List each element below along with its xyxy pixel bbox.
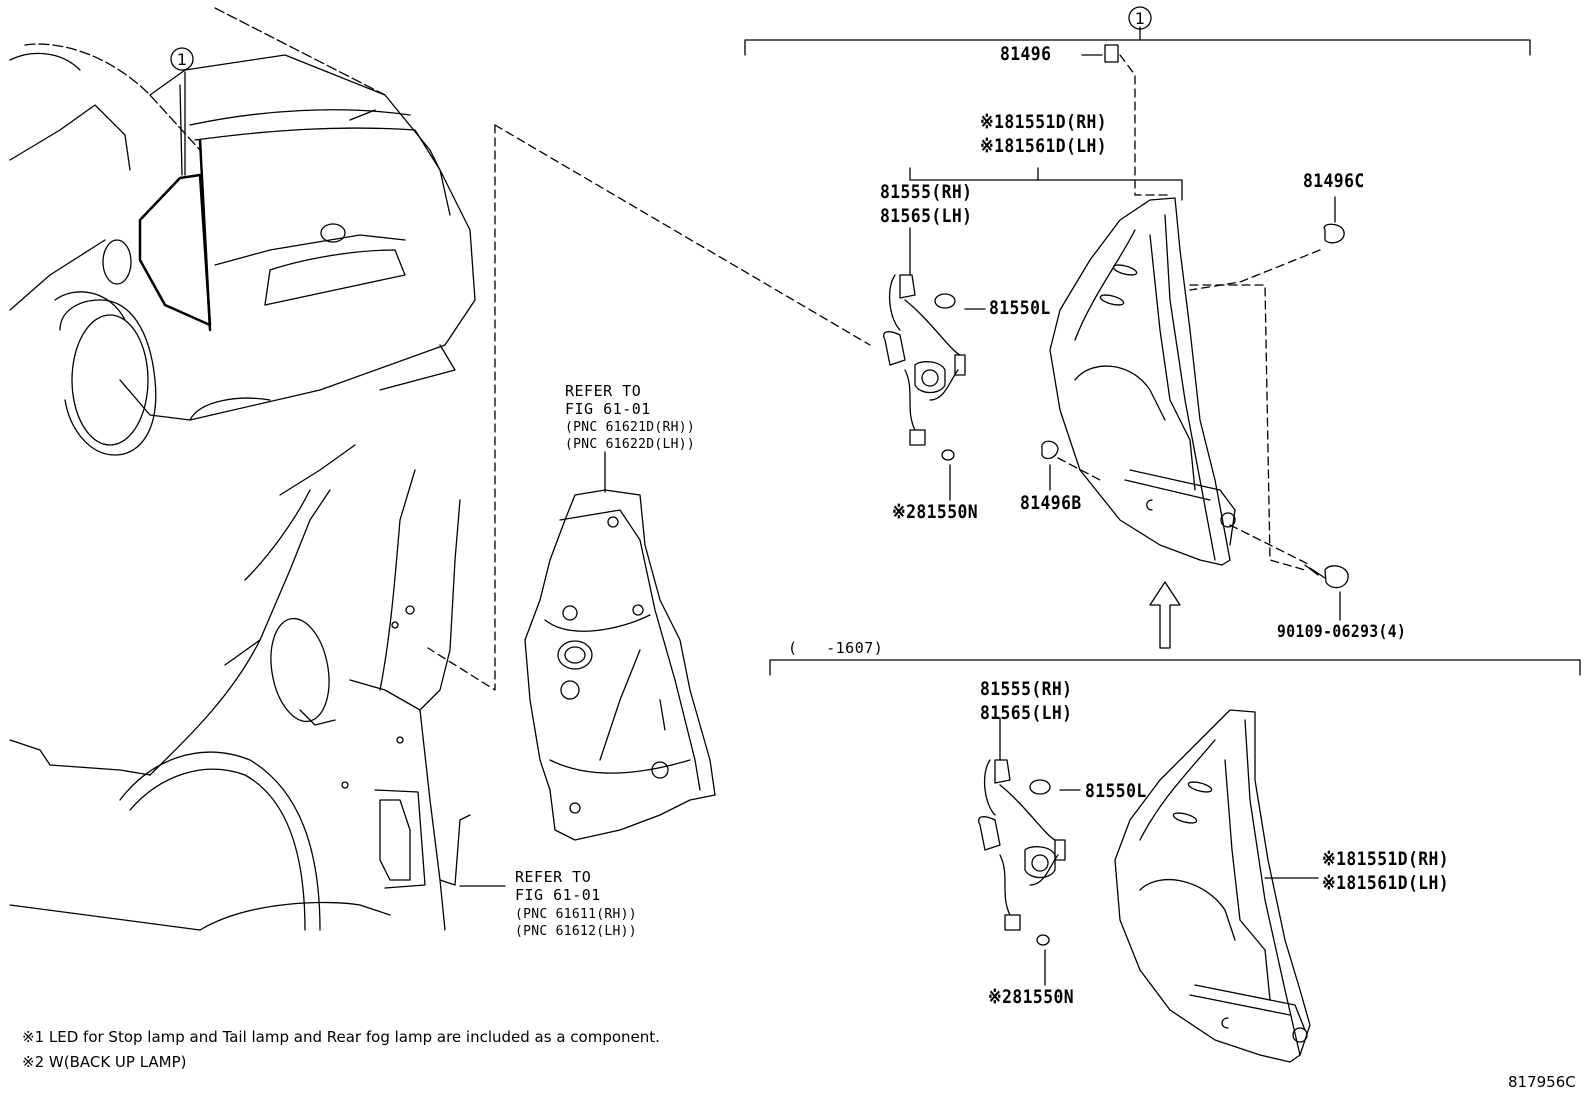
lamp-assembly-bottom: [1114, 709, 1311, 1063]
ref-inner-line2[interactable]: FIG 61-01: [565, 400, 651, 418]
part-label-socket-lh-top[interactable]: 81565(LH): [880, 205, 973, 227]
callout-1-car: ①: [172, 47, 192, 69]
ref-outer-line4: (PNC 61612(LH)): [515, 924, 637, 939]
leader-lines: [184, 71, 871, 887]
bracket-bottom: [769, 659, 1581, 676]
part-label-bulb-l-bot[interactable]: 81550L: [1085, 780, 1147, 802]
socket-harness-top: [883, 274, 966, 461]
part-label-bulb-n-top[interactable]: ※281550N: [892, 501, 978, 523]
part-label-81496b[interactable]: 81496B: [1020, 492, 1082, 514]
part-label-81496[interactable]: 81496: [1000, 43, 1052, 65]
ref-inner-line4: (PNC 61622D(LH)): [565, 437, 696, 452]
part-label-81496c[interactable]: 81496C: [1303, 170, 1365, 192]
part-label-socket-rh-bot[interactable]: 81555(RH): [980, 678, 1073, 700]
part-label-bulb-n-bot[interactable]: ※281550N: [988, 986, 1074, 1008]
ref-outer-line3: (PNC 61611(RH)): [515, 907, 637, 922]
part-label-lamp-rh-bot[interactable]: ※181551D(RH): [1322, 848, 1450, 870]
bracket-top: [744, 6, 1531, 56]
vehicle-rear-illustration: [9, 7, 476, 456]
ref-outer-line1: REFER TO: [515, 868, 592, 886]
date-range-label: ( -1607): [788, 639, 884, 657]
part-label-lamp-lh-top[interactable]: ※181561D(LH): [980, 135, 1108, 157]
up-arrow: [1149, 581, 1181, 649]
lamp-assembly-top: [1049, 197, 1236, 566]
socket-harness-bottom: [978, 759, 1066, 946]
footnote-1: ※1 LED for Stop lamp and Tail lamp and R…: [22, 1028, 660, 1046]
callout-1-car-glyph[interactable]: 1: [177, 50, 187, 69]
callout-1-assembly-glyph[interactable]: 1: [1135, 9, 1145, 28]
ref-inner-line1: REFER TO: [565, 382, 642, 400]
fasteners-top: [1041, 44, 1349, 589]
part-label-bulb-l-top[interactable]: 81550L: [989, 297, 1051, 319]
part-label-screw[interactable]: 90109-06293(4): [1277, 622, 1407, 642]
figure-id: 817956C: [1508, 1073, 1576, 1091]
inner-panel-illustration: [524, 489, 716, 841]
part-label-lamp-lh-bot[interactable]: ※181561D(LH): [1322, 872, 1450, 894]
ref-outer-line2[interactable]: FIG 61-01: [515, 886, 601, 904]
part-label-socket-lh-bot[interactable]: 81565(LH): [980, 702, 1073, 724]
part-label-lamp-rh-top[interactable]: ※181551D(RH): [980, 111, 1108, 133]
leader-lines-top: [909, 54, 1341, 621]
ref-inner-line3: (PNC 61621D(RH)): [565, 420, 696, 435]
leader-lines-bottom: [999, 717, 1319, 986]
part-label-socket-rh-top[interactable]: 81555(RH): [880, 181, 973, 203]
quarter-panel-illustration: [9, 444, 471, 931]
footnote-2: ※2 W(BACK UP LAMP): [22, 1053, 187, 1071]
